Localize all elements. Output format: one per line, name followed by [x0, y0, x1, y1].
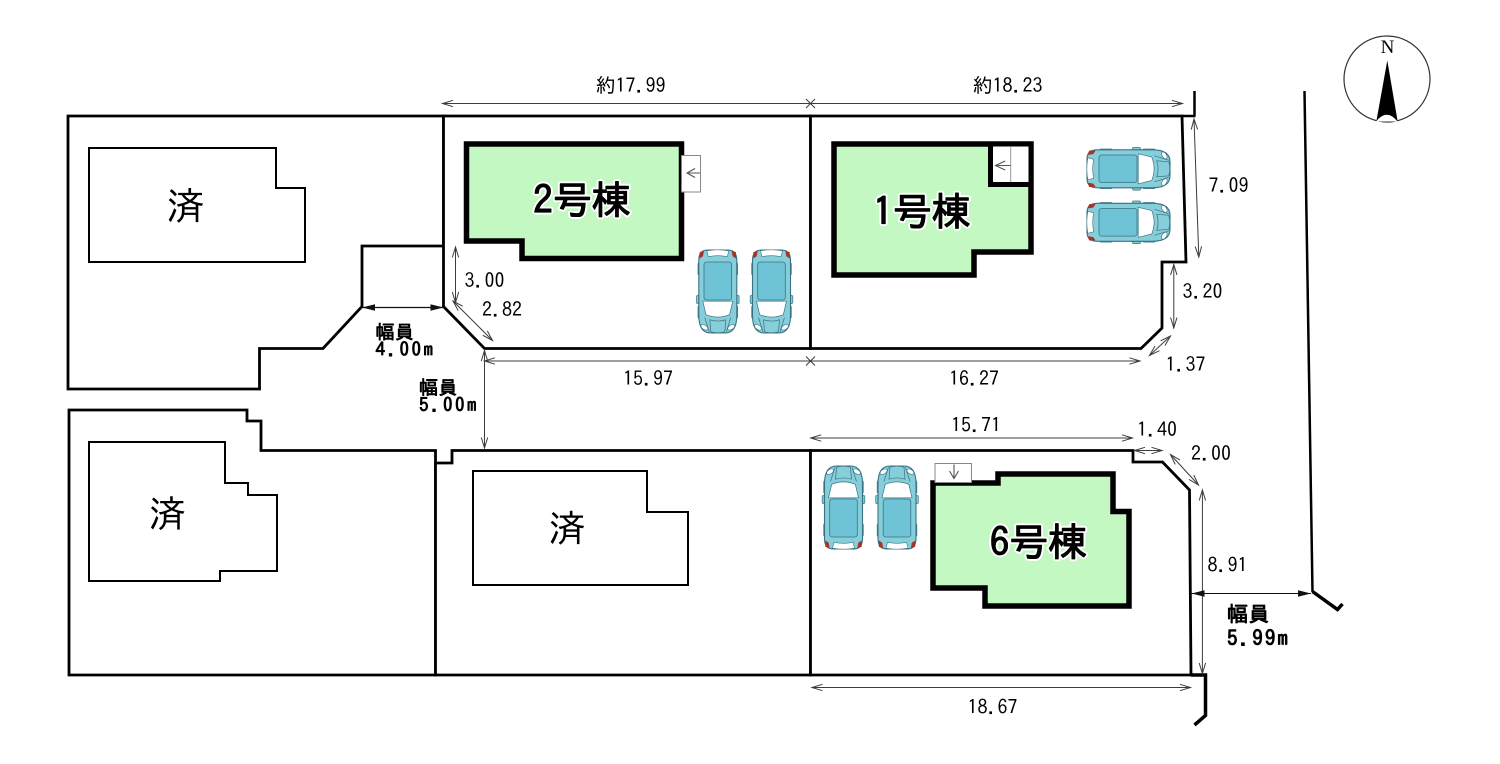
svg-text:N: N [1381, 37, 1395, 58]
